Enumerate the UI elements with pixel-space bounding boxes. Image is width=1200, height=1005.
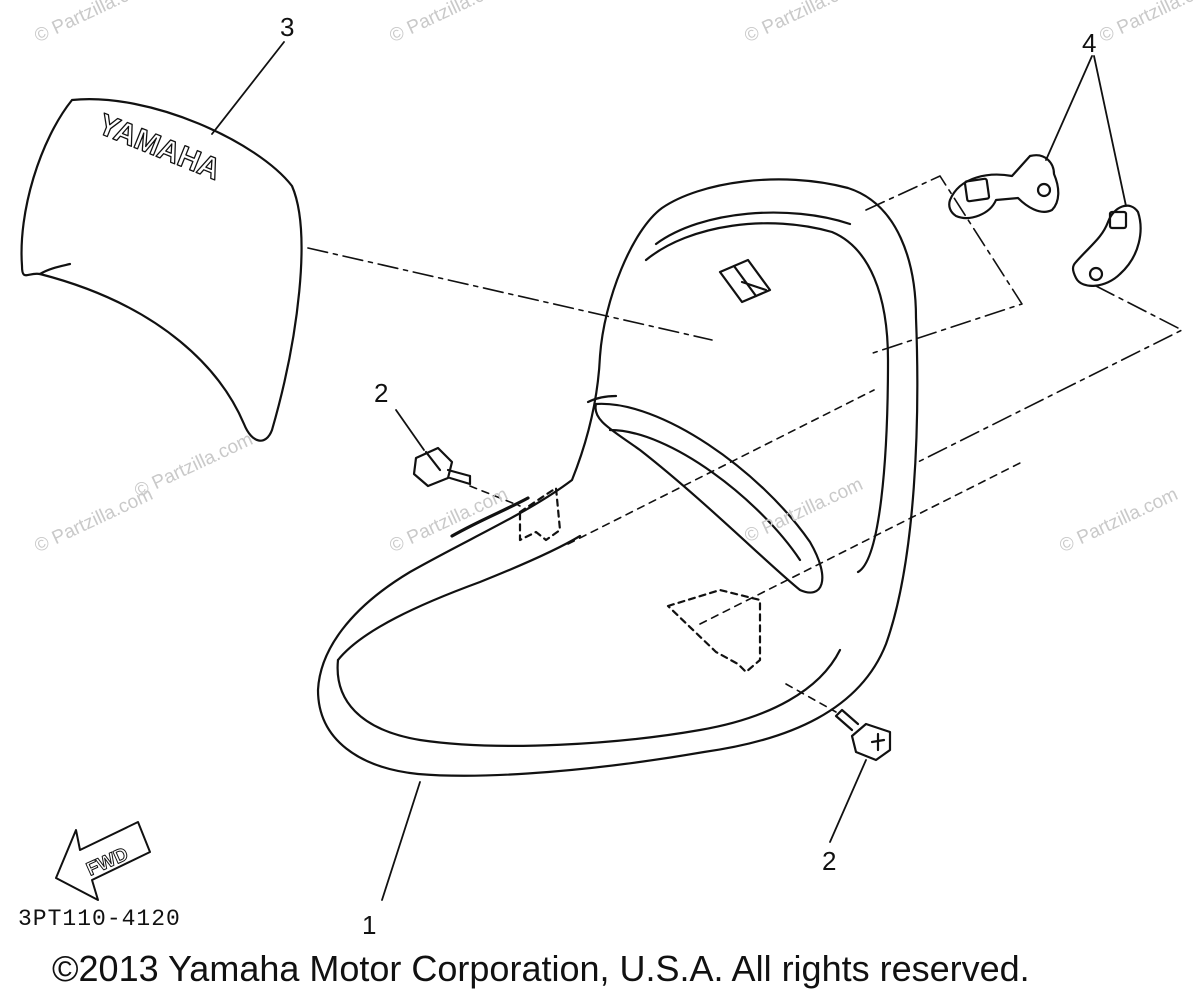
bracket-upper xyxy=(948,154,1060,220)
callout-emblem: 3 xyxy=(280,12,295,42)
bracket-lower xyxy=(1071,204,1142,287)
bolt-right xyxy=(834,708,892,762)
callout-seat: 1 xyxy=(362,910,377,940)
assembly-lines xyxy=(307,175,1183,713)
callout-bolt-left: 2 xyxy=(374,378,389,408)
part-code: 3PT110-4120 xyxy=(18,906,181,932)
copyright-notice: ©2013 Yamaha Motor Corporation, U.S.A. A… xyxy=(52,948,1030,989)
seat xyxy=(316,178,919,777)
callout-brackets: 4 xyxy=(1082,28,1097,58)
fwd-arrow-icon: FWD xyxy=(55,821,151,901)
leader-bolt-right xyxy=(829,759,867,843)
leader-bolt-left xyxy=(395,409,425,451)
leader-lines xyxy=(211,41,1127,901)
emblem-text: YAMAHA xyxy=(93,108,225,187)
emblem-cover: YAMAHA xyxy=(20,98,303,442)
callout-bolt-right: 2 xyxy=(822,846,837,876)
leader-seat xyxy=(381,781,421,901)
leader-emblem xyxy=(211,41,285,135)
bolt-left xyxy=(412,446,472,488)
leader-bracket-lower xyxy=(1093,55,1127,207)
fwd-label: FWD xyxy=(83,844,131,881)
leader-bracket-upper xyxy=(1045,55,1093,161)
